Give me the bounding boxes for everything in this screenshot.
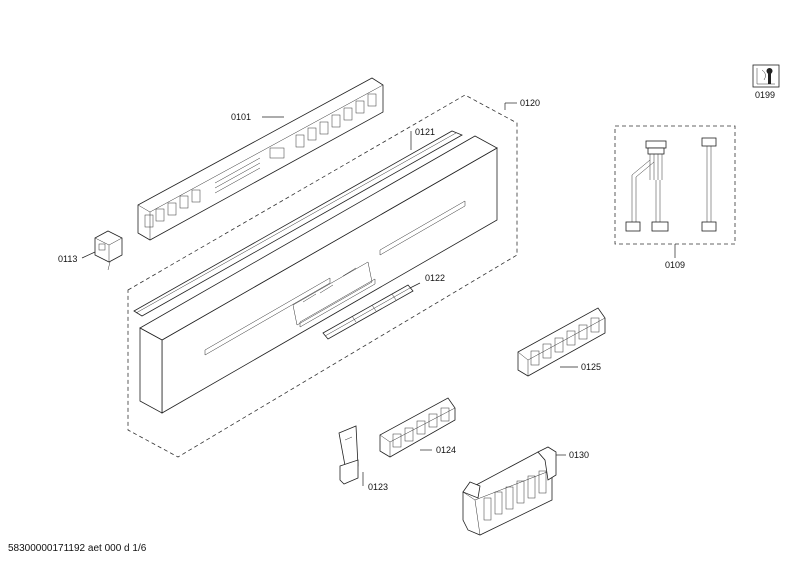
leader-0122	[409, 282, 421, 289]
label-0101: 0101	[231, 112, 251, 122]
label-0124: 0124	[436, 445, 456, 455]
part-0125-connector-block[interactable]	[517, 307, 606, 377]
label-0120: 0120	[520, 98, 540, 108]
part-0109-cable-set[interactable]	[614, 125, 736, 245]
label-0125: 0125	[581, 362, 601, 372]
label-0109: 0109	[665, 260, 685, 270]
label-0199: 0199	[755, 90, 775, 100]
part-0122-button-strip[interactable]	[322, 284, 414, 340]
part-0113-clip[interactable]	[94, 230, 123, 271]
part-0123-bracket[interactable]	[338, 425, 359, 485]
label-0123: 0123	[368, 482, 388, 492]
label-0121: 0121	[415, 127, 435, 137]
part-0121-trim-strip[interactable]	[133, 130, 463, 317]
label-0130: 0130	[569, 450, 589, 460]
assembly-0120-outline	[127, 94, 518, 458]
label-0113: 0113	[58, 254, 77, 264]
document-footer: 58300000171192 aet 000 d 1/6	[8, 543, 147, 554]
part-control-panel-fascia[interactable]	[139, 135, 498, 414]
leader-0113	[81, 251, 96, 259]
service-manual-icon	[752, 64, 780, 88]
part-0101-electronic-module[interactable]	[137, 77, 384, 241]
part-0130-connector-housing[interactable]	[462, 446, 557, 536]
label-0122: 0122	[425, 273, 445, 283]
part-0124-connector-block[interactable]	[379, 397, 456, 458]
